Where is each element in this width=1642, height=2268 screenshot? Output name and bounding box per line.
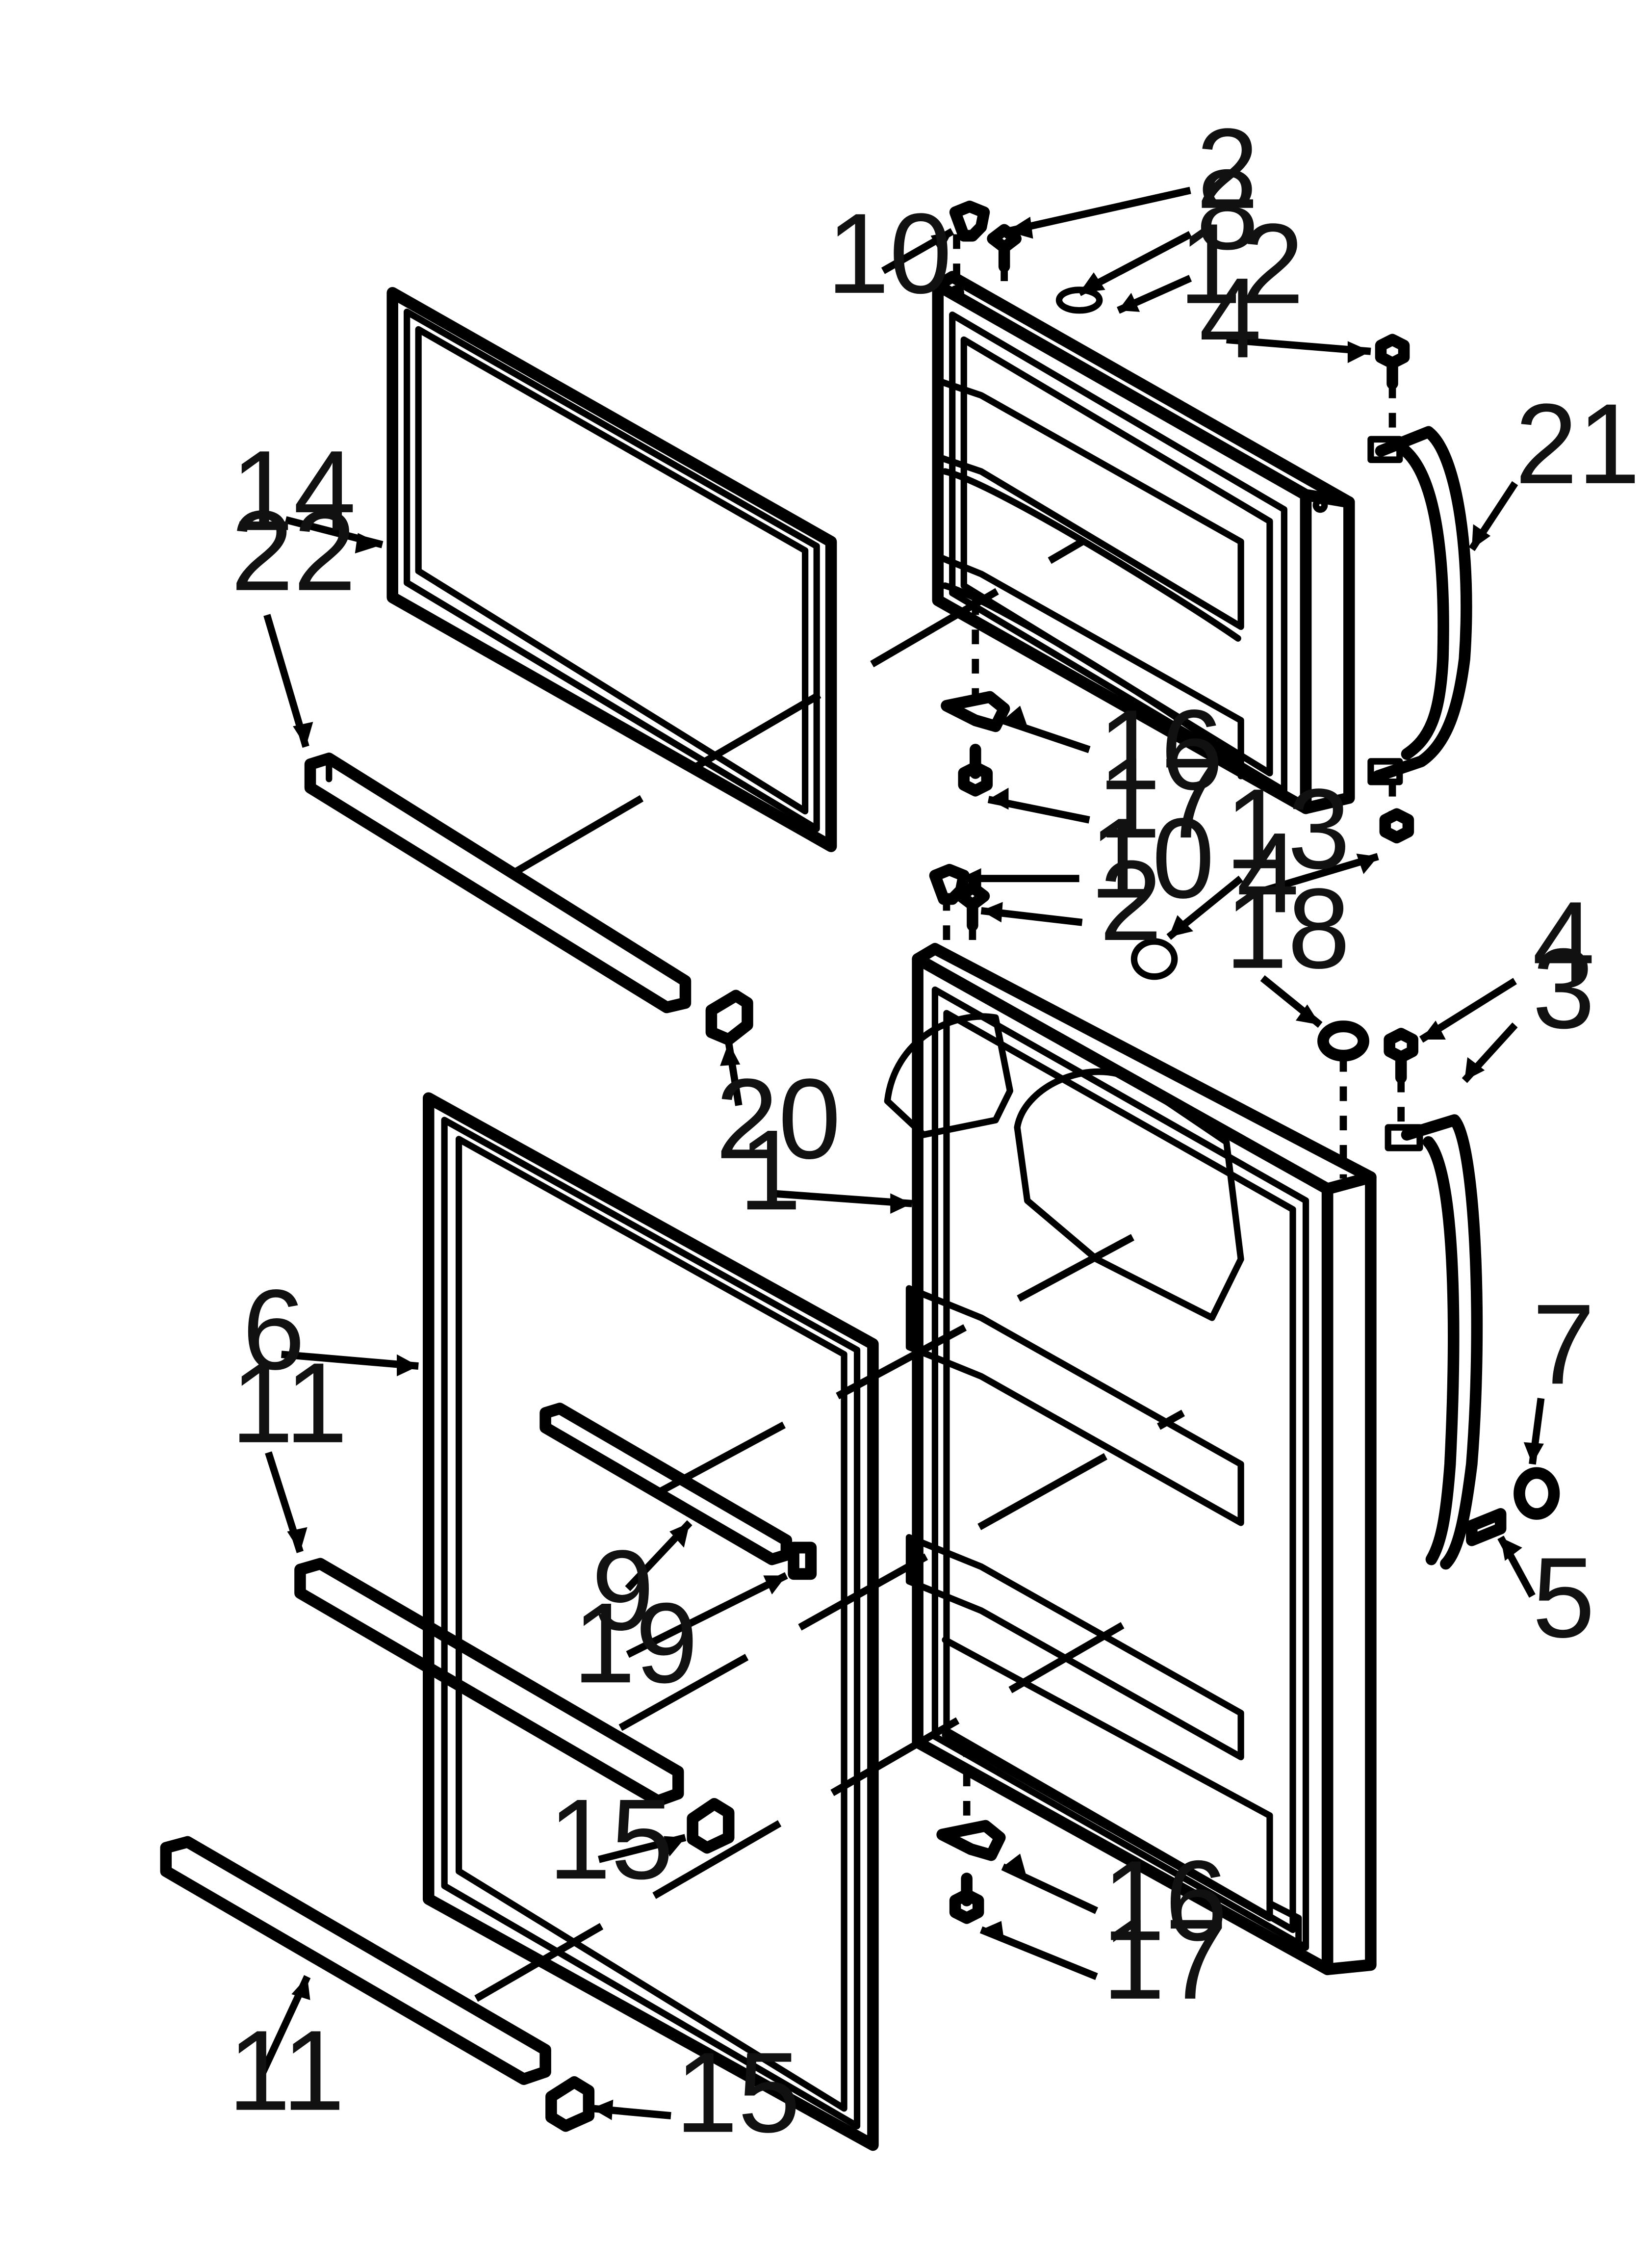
end-cap-19 <box>788 1541 817 1580</box>
callout-17-freezer: 17 <box>1098 734 1223 862</box>
leader-arrows <box>256 186 1545 2120</box>
callout-17-refrigerator: 17 <box>1103 1895 1228 2023</box>
callout-16-freezer: 16 <box>1098 686 1223 813</box>
callout-4-freezer-top: 4 <box>1199 254 1262 382</box>
freezer-door <box>932 271 1355 814</box>
trim-strip-22 <box>304 753 692 1014</box>
callout-2-top: 2 <box>1196 104 1259 232</box>
end-cap-20 <box>705 990 753 1045</box>
callout-19: 19 <box>573 1579 698 1707</box>
callout-3: 3 <box>1532 925 1595 1052</box>
callout-20: 20 <box>716 1055 841 1182</box>
callout-13: 13 <box>1225 765 1350 892</box>
callout-10-refrigerator: 10 <box>1089 794 1214 922</box>
callout-5: 5 <box>1532 1534 1595 1661</box>
callout-14: 14 <box>231 427 356 554</box>
callout-15-lower: 15 <box>675 2029 800 2156</box>
callout-labels: 2 8 10 12 4 21 14 22 16 17 13 10 4 2 18 … <box>228 104 1641 2156</box>
end-cap-15-lower <box>545 2076 595 2132</box>
freezer-door-gasket <box>386 287 837 852</box>
assembly-lines <box>474 234 1405 2002</box>
callout-21: 21 <box>1515 380 1640 507</box>
callout-12: 12 <box>1179 200 1304 327</box>
callout-10-top: 10 <box>827 189 952 317</box>
callout-11-lower: 11 <box>228 2007 345 2134</box>
refrigerator-door-handle <box>1385 1114 1483 1570</box>
callout-4-refrigerator: 4 <box>1532 878 1595 1005</box>
trim-strip-11-upper <box>294 1558 684 1807</box>
callout-4-freezer-bottom: 4 <box>1236 809 1299 937</box>
callout-11-upper: 11 <box>231 1339 348 1466</box>
callout-16-refrigerator: 16 <box>1103 1837 1228 1964</box>
freezer-door-handle <box>1367 426 1472 785</box>
callout-15-upper: 15 <box>548 1775 673 1903</box>
callout-9: 9 <box>591 1526 654 1654</box>
callout-18: 18 <box>1225 864 1350 992</box>
callout-2-refrigerator: 2 <box>1100 837 1162 965</box>
callout-7: 7 <box>1532 1280 1595 1408</box>
callout-8: 8 <box>1196 146 1259 273</box>
callout-22: 22 <box>231 487 356 614</box>
end-cap-15-upper <box>687 1798 735 1854</box>
arrow-heads <box>287 216 1544 2120</box>
callout-1: 1 <box>739 1106 801 1234</box>
hardware-fasteners <box>929 200 1560 1924</box>
trim-strip-11-lower <box>160 1836 551 2085</box>
callout-6: 6 <box>242 1266 305 1393</box>
refrigerator-door <box>884 943 1377 1976</box>
trim-strip-9 <box>539 1403 793 1565</box>
